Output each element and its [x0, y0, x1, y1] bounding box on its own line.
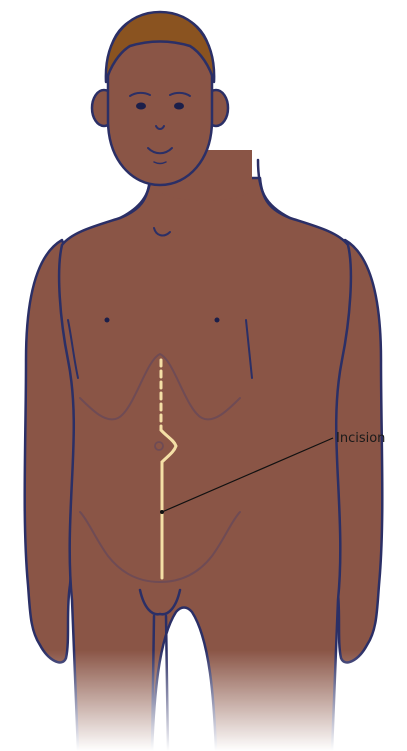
- incision-leader-dot: [160, 510, 164, 514]
- left-eye: [136, 103, 146, 110]
- right-eye: [174, 103, 184, 110]
- incision-label: Incision: [336, 431, 385, 446]
- bottom-fade: [0, 650, 407, 751]
- left-nipple: [105, 318, 110, 323]
- right-nipple: [215, 318, 220, 323]
